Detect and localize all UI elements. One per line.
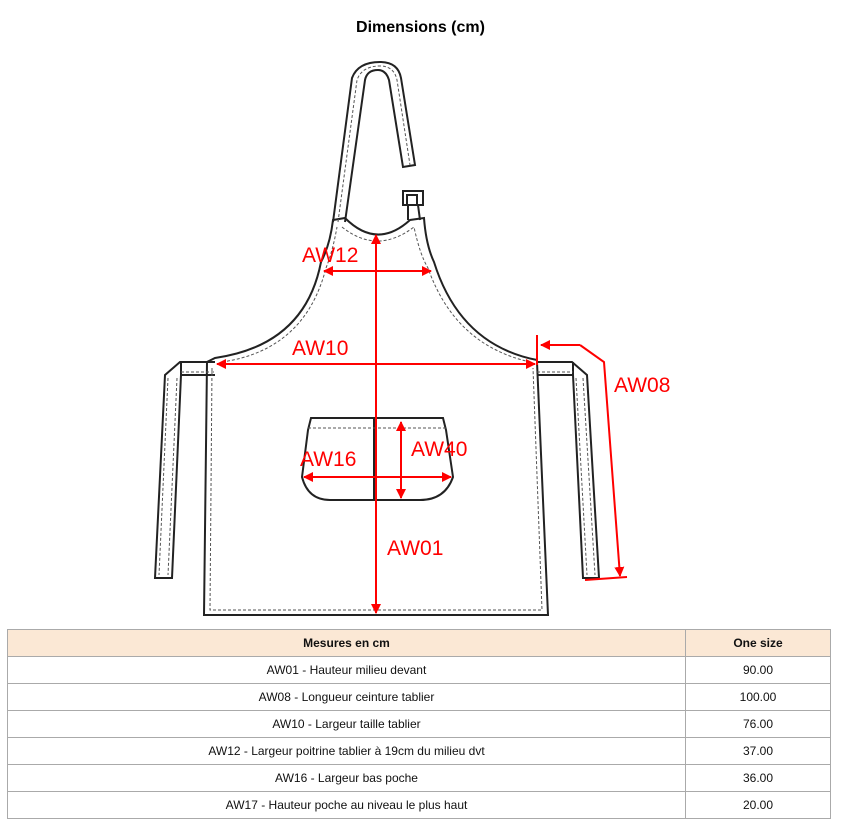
measure-value: 100.00 (685, 683, 831, 711)
measure-name: AW17 - Hauteur poche au niveau le plus h… (7, 791, 686, 819)
measure-name: AW16 - Largeur bas poche (7, 764, 686, 792)
aw08-label: AW08 (614, 374, 670, 397)
aw01-label: AW01 (387, 537, 443, 560)
table-row: AW17 - Hauteur poche au niveau le plus h… (7, 791, 831, 819)
measure-value: 37.00 (685, 737, 831, 765)
measure-name: AW08 - Longueur ceinture tablier (7, 683, 686, 711)
stitching (158, 65, 596, 611)
apron-diagram: AW12 AW10 AW08 AW16 AW40 AW01 (153, 60, 670, 616)
page-title: Dimensions (cm) (356, 19, 485, 36)
table-row: AW12 - Largeur poitrine tablier à 19cm d… (7, 737, 831, 765)
measure-name: AW10 - Largeur taille tablier (7, 710, 686, 738)
aw12-label: AW12 (302, 244, 358, 267)
measure-name: AW01 - Hauteur milieu devant (7, 656, 686, 684)
aw10-label: AW10 (292, 337, 348, 360)
measurement-lines (216, 234, 628, 614)
measurements-table: Mesures en cm One size AW01 - Hauteur mi… (7, 629, 831, 819)
table-header-row: Mesures en cm One size (7, 629, 831, 657)
aw08-arrow (579, 344, 625, 577)
aw40-label: AW40 (411, 438, 467, 461)
header-measure: Mesures en cm (7, 629, 686, 657)
aw16-label: AW16 (300, 448, 356, 471)
aw08-tick-end (584, 576, 628, 581)
measure-value: 20.00 (685, 791, 831, 819)
measure-value: 36.00 (685, 764, 831, 792)
measure-value: 90.00 (685, 656, 831, 684)
measure-name: AW12 - Largeur poitrine tablier à 19cm d… (7, 737, 686, 765)
measure-value: 76.00 (685, 710, 831, 738)
header-size: One size (685, 629, 831, 657)
